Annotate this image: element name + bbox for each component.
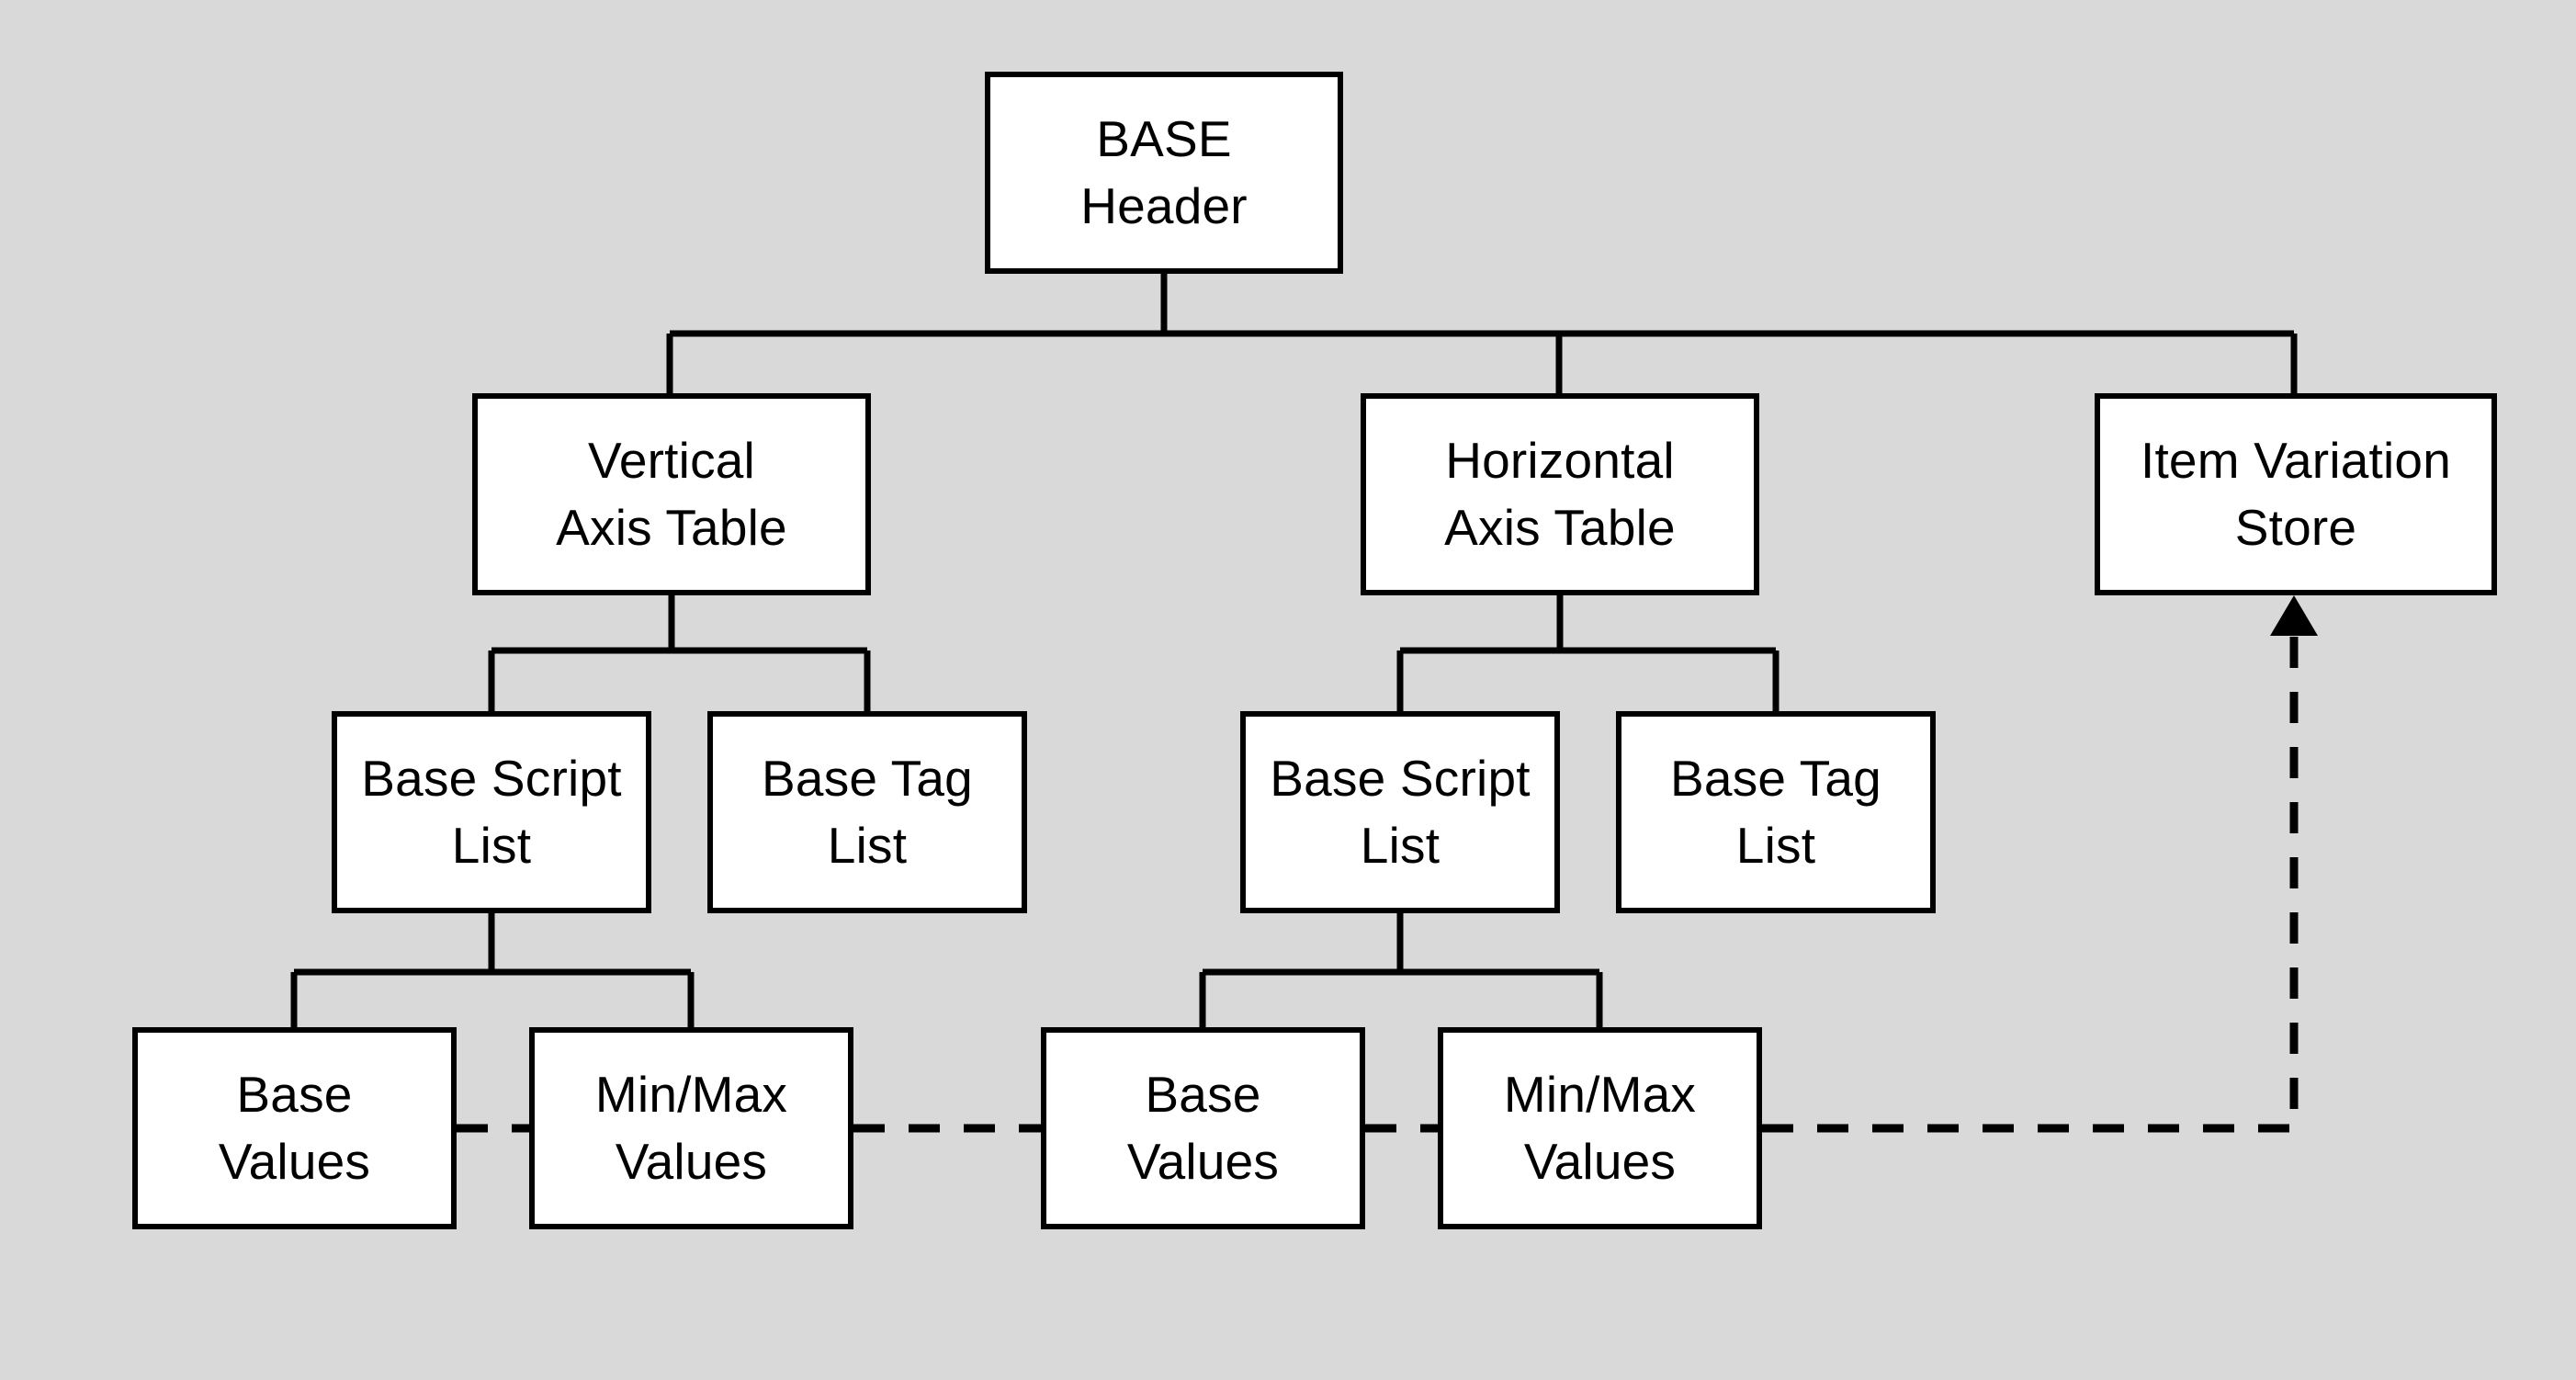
- node-label-line2: Axis Table: [556, 499, 787, 556]
- node-label-line1: Base: [236, 1066, 353, 1124]
- node-label-line2: List: [1735, 817, 1816, 874]
- node-label-line2: Values: [615, 1133, 768, 1190]
- node-label-line1: Base Script: [361, 750, 622, 808]
- solid-connectors: [290, 274, 2298, 1027]
- dashed-connectors: [457, 614, 2299, 1133]
- node-label-line1: Base Tag: [1670, 750, 1881, 808]
- node-label-line2: Values: [1523, 1133, 1677, 1190]
- node-label-line1: Min/Max: [594, 1066, 788, 1124]
- node-label-line2: Values: [1126, 1133, 1280, 1190]
- connector-link-horizontal-min-max-to-item-variation-store: [1762, 614, 2299, 1133]
- arrow-into-item-variation-store: [2270, 595, 2318, 636]
- node-label-line1: Horizontal: [1445, 432, 1675, 490]
- node-label-line2: Header: [1080, 177, 1248, 234]
- node-label-line2: List: [827, 817, 908, 874]
- node-label-line1: Base Tag: [762, 750, 973, 808]
- node-label-line1: BASE: [1096, 110, 1232, 168]
- node-label-line1: Vertical: [588, 432, 755, 490]
- node-label-line2: List: [1360, 817, 1441, 874]
- node-label-line2: Axis Table: [1444, 499, 1676, 556]
- arrowhead-layer: [2270, 595, 2318, 636]
- node-label-line1: Item Variation: [2140, 432, 2452, 490]
- node-label-line1: Base Script: [1270, 750, 1531, 808]
- node-label-line1: Min/Max: [1503, 1066, 1697, 1124]
- node-label-line1: Base: [1145, 1066, 1261, 1124]
- node-label-line2: Values: [218, 1133, 371, 1190]
- node-base-header[interactable]: BASE Header: [985, 72, 1343, 274]
- node-label-line2: List: [451, 817, 532, 874]
- node-label-line2: Store: [2234, 499, 2357, 556]
